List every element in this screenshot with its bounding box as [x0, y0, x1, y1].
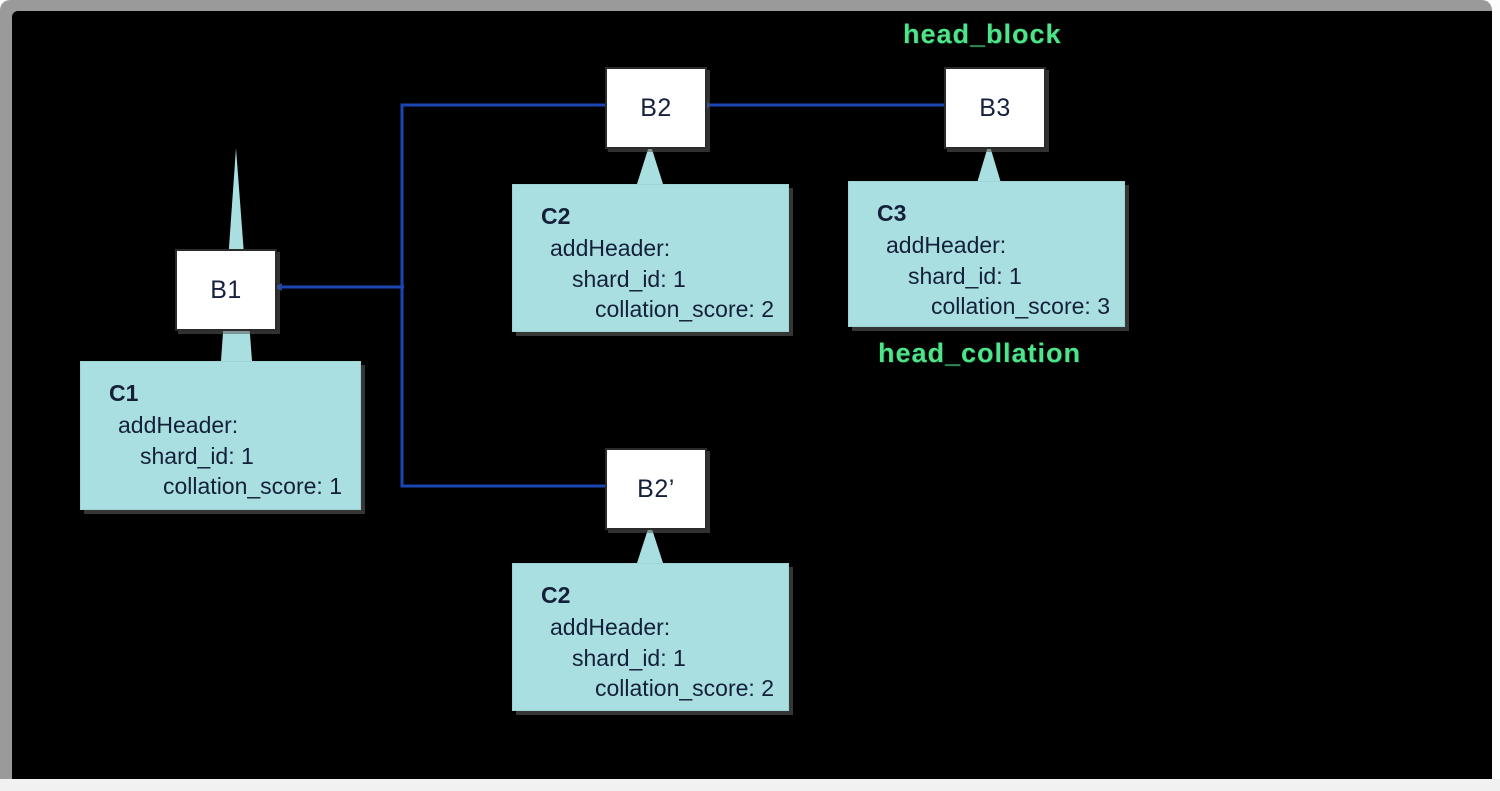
- collation-c1-line2: shard_id: 1: [140, 442, 254, 469]
- frame-bottom-edge: [0, 779, 1500, 791]
- collation-c2-name: C2: [541, 203, 571, 229]
- collation-c2-prime[interactable]: C2 addHeader: shard_id: 1 collation_scor…: [512, 563, 789, 711]
- collation-c3-line3: collation_score: 3: [931, 293, 1110, 320]
- diagram-surface: head_block head_collation B1 B2 B3 B2’ C…: [12, 11, 1492, 779]
- collation-c3-name: C3: [877, 200, 907, 226]
- collation-c3[interactable]: C3 addHeader: shard_id: 1 collation_scor…: [848, 181, 1125, 327]
- link-c2-to-b2: [637, 143, 663, 184]
- collation-c2[interactable]: C2 addHeader: shard_id: 1 collation_scor…: [512, 184, 789, 332]
- collation-c1-line1: addHeader:: [118, 412, 239, 439]
- frame-right-edge: [1492, 0, 1500, 779]
- collation-c2-line2: shard_id: 1: [572, 265, 686, 292]
- collation-c2-prime-name: C2: [541, 582, 571, 608]
- block-b2-prime-label: B2’: [637, 474, 675, 503]
- collation-c2-prime-line1: addHeader:: [550, 614, 671, 641]
- block-b3[interactable]: B3: [944, 67, 1046, 149]
- head-collation-label: head_collation: [878, 338, 1082, 368]
- collation-c1-name: C1: [109, 380, 139, 406]
- link-c3-to-b3: [977, 143, 1001, 183]
- collation-c2-prime-line2: shard_id: 1: [572, 644, 686, 671]
- block-b2[interactable]: B2: [605, 67, 707, 149]
- block-b1-label: B1: [210, 275, 242, 304]
- collation-c1-line3: collation_score: 1: [163, 473, 342, 500]
- collation-c3-line1: addHeader:: [886, 232, 1007, 259]
- collation-c2-line1: addHeader:: [550, 235, 671, 262]
- collation-c2-prime-line3: collation_score: 2: [595, 675, 774, 702]
- block-b2-prime[interactable]: B2’: [605, 448, 707, 530]
- block-b3-label: B3: [979, 93, 1011, 122]
- block-b2-label: B2: [640, 93, 672, 122]
- collation-c1[interactable]: C1 addHeader: shard_id: 1 collation_scor…: [80, 361, 361, 510]
- collation-c2-line3: collation_score: 2: [595, 296, 774, 323]
- head-block-label: head_block: [903, 19, 1062, 49]
- collation-c3-line2: shard_id: 1: [908, 262, 1022, 289]
- block-b1[interactable]: B1: [175, 249, 277, 331]
